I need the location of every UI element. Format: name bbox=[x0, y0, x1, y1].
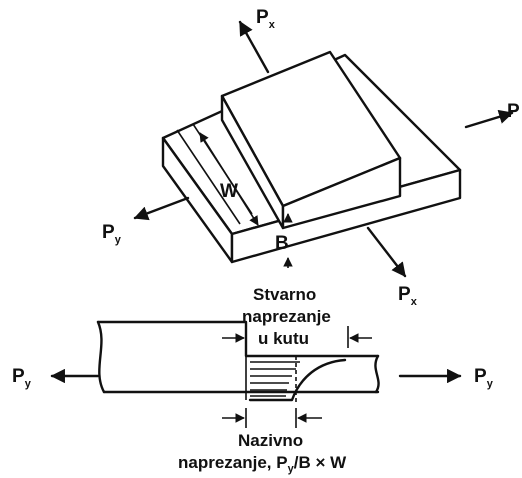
thickness-label: B bbox=[275, 233, 289, 254]
right-plate-break bbox=[374, 354, 380, 394]
actual-stress-caption: Stvarno naprezanje u kutu bbox=[242, 285, 331, 348]
nominal-stress-caption: Nazivno naprezanje, Py/B × W bbox=[178, 431, 347, 475]
width-dimension bbox=[199, 132, 259, 226]
actual-stress-line-2: naprezanje bbox=[242, 307, 331, 326]
nominal-stress-line-1: Nazivno bbox=[238, 431, 303, 450]
force-y-label-section-left: Py bbox=[12, 366, 32, 390]
step-block-right bbox=[281, 156, 402, 230]
force-y-label-right: P bbox=[507, 101, 520, 122]
force-y-label-left: Py bbox=[102, 222, 122, 246]
actual-stress-line-1: Stvarno bbox=[253, 285, 316, 304]
cross-section bbox=[96, 320, 380, 428]
force-y-arrow-right bbox=[464, 109, 514, 129]
left-plate-break bbox=[96, 320, 106, 394]
left-plate-top-edge bbox=[96, 320, 380, 358]
fillet-curve bbox=[248, 358, 347, 402]
force-y-label-section-right: Py bbox=[474, 366, 494, 390]
nominal-stress-line-2: naprezanje, Py/B × W bbox=[178, 453, 347, 475]
forces-3d: Px P Py Px bbox=[102, 7, 520, 308]
force-x-label-bottom: Px bbox=[398, 284, 418, 308]
force-x-arrow-bottom bbox=[366, 226, 407, 278]
specimen-3d: W B bbox=[161, 50, 462, 268]
width-label: W bbox=[220, 181, 238, 202]
forces-section: Py Py bbox=[12, 366, 494, 390]
force-y-arrow-left bbox=[133, 196, 190, 221]
force-x-label-top: Px bbox=[256, 7, 276, 31]
force-x-arrow-top bbox=[238, 20, 270, 74]
actual-stress-line-3: u kutu bbox=[258, 329, 309, 348]
